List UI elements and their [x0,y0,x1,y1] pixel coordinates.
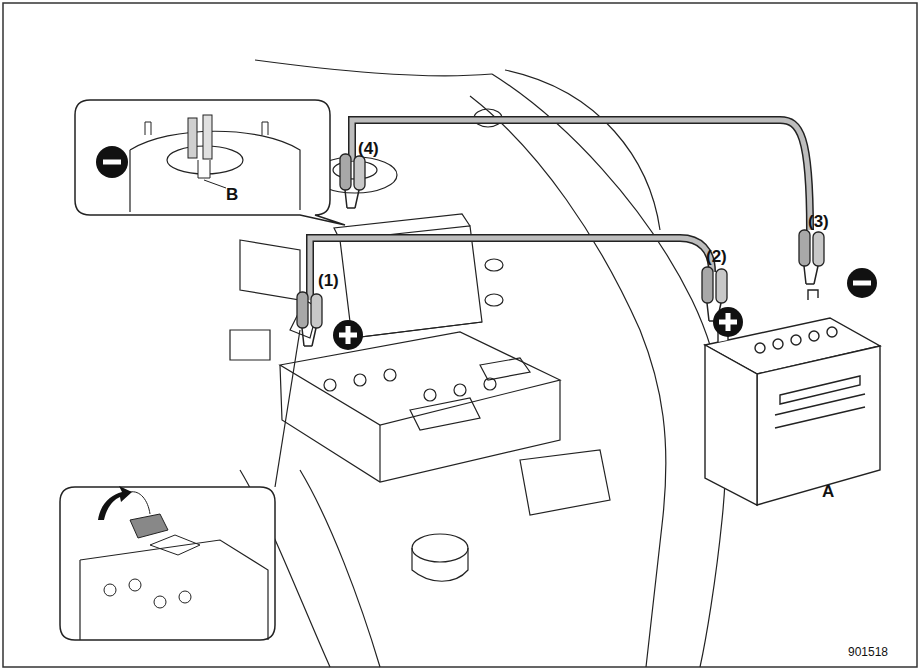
cell-cap [424,389,436,401]
positive-cable-fill [310,238,712,300]
battery-side [705,345,757,505]
minus-sign [853,281,871,286]
ground-bolt [198,160,210,178]
vehicle-battery-side [280,365,560,482]
bottom-inset [60,330,300,640]
callout-number: (4) [358,140,379,157]
cell-cap [354,374,366,386]
fuse-box [340,226,482,338]
negative-symbol [96,146,128,178]
positive-symbol [333,320,363,350]
negative-cable [352,120,810,230]
cell-cap [773,339,783,349]
battery-holder [410,398,480,430]
callout-number: (2) [706,248,727,265]
strut-tower [130,131,300,212]
vehicle-battery [280,332,560,425]
cell-cap [324,379,336,391]
clamp [340,154,365,208]
cell-cap [454,384,466,396]
battery-post [808,290,818,300]
cell-cap [104,584,116,596]
terminal-bracket [150,535,200,555]
inner-fender [470,96,666,667]
fuse-box-lid [334,214,482,338]
reservoir-cap [412,534,468,562]
cell-cap [755,343,765,353]
cell-cap [791,335,801,345]
part-letter: A [822,483,834,500]
battery-front [757,346,880,505]
part-letter: B [226,186,238,203]
negative-cable-fill [352,120,810,230]
battery-top [80,540,268,640]
plus-sign [346,326,351,344]
cell-cap [384,369,396,381]
terminal-cover [130,514,168,538]
cell-cap [129,579,141,591]
body-hole [485,294,503,306]
connector [480,358,530,380]
polarity-symbols [333,268,877,350]
plus-sign [726,313,731,331]
cell-cap [154,596,166,608]
top-inset [75,100,345,225]
cell-cap [809,331,819,341]
cell-cap [179,591,191,603]
negative-symbol [847,268,877,298]
reservoir-neck [412,548,468,581]
frame [3,3,917,667]
bracket [520,450,610,515]
inset-frame [60,487,275,640]
engine-parts [230,240,300,360]
clamp-handle [203,115,212,159]
cell-cap [827,327,837,337]
inset-frame [75,100,345,225]
clamp-handle [188,118,197,158]
leader-line [204,180,226,188]
booster-battery [705,290,880,505]
clamp [297,292,322,346]
vehicle-battery-edge [379,425,380,482]
leader-line [275,330,300,487]
positive-cable [310,238,712,300]
hood-edge [255,60,492,76]
figure-number: 901518 [848,646,888,658]
callout-number: (3) [808,213,829,230]
callout-number: (1) [318,272,339,289]
clamp [799,230,824,284]
studs [145,122,268,135]
battery-lines [775,394,865,428]
positive-symbol [713,307,743,337]
cable [130,492,150,514]
lift-arrow [98,486,132,520]
battery-sticker [780,376,860,404]
fender-line [505,70,660,230]
jumper-cables [297,120,824,346]
minus-sign [103,160,121,165]
fender-edge [492,74,726,667]
body-hole [485,259,503,271]
